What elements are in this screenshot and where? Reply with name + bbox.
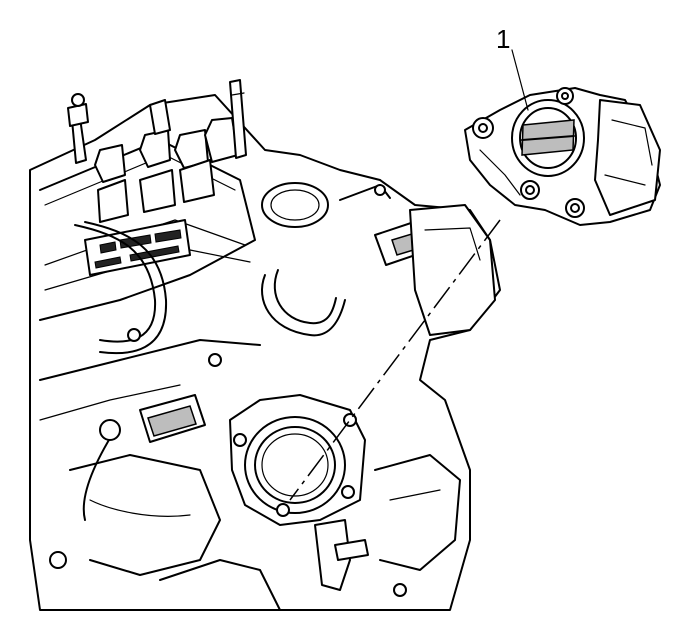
- throttle-body: [464, 87, 661, 226]
- installation-centerline: [289, 219, 501, 501]
- callout-leader-line: [511, 49, 529, 111]
- callout-1: 1: [496, 24, 529, 111]
- engine-assembly: [29, 79, 501, 611]
- ignition-coils: [94, 117, 239, 223]
- callout-label: 1: [496, 24, 510, 54]
